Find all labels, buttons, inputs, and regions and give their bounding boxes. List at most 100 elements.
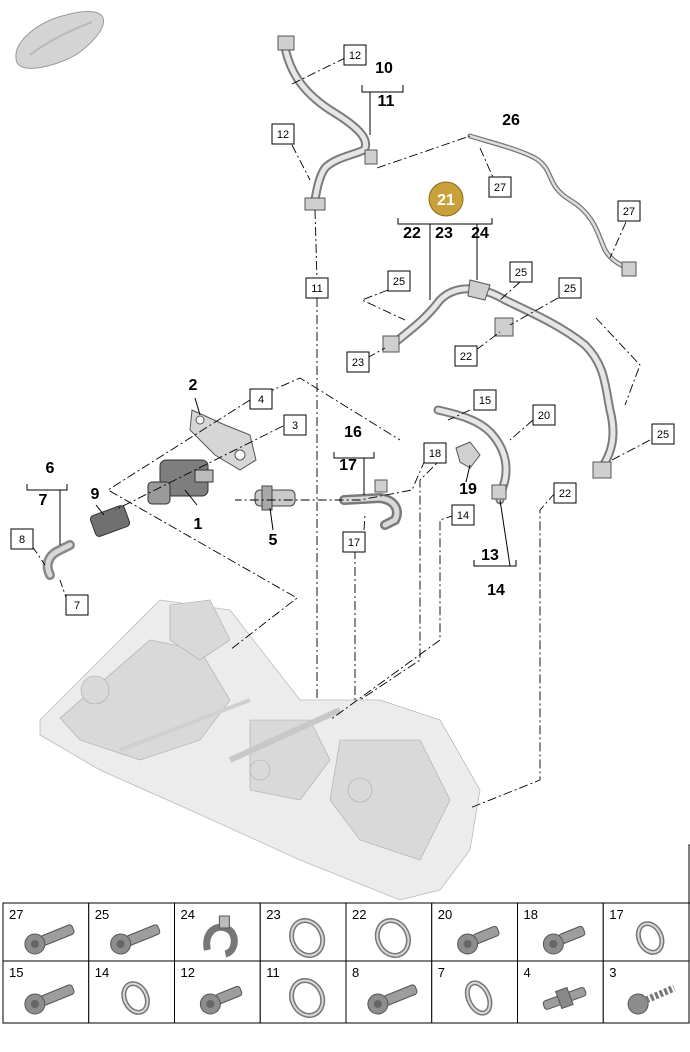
- parts-table-cell-17: 17: [602, 902, 690, 962]
- boxed-label-text: 18: [429, 448, 441, 460]
- auxiliary-water-pump-1: [147, 459, 214, 505]
- parts-table-cell-18: 18: [517, 902, 604, 962]
- boxed-label-27: 27: [617, 200, 641, 222]
- boxed-label-12: 12: [343, 44, 367, 66]
- part-label-10: 10: [375, 60, 393, 77]
- parts-table-cell-3: 3: [602, 960, 690, 1024]
- part-label-1: 1: [194, 516, 203, 533]
- ring-small-icon: [635, 921, 665, 955]
- parts-table-label: 3: [609, 965, 616, 980]
- parts-table-label: 18: [524, 907, 538, 922]
- connector-5: [254, 485, 296, 511]
- ring-small-icon: [121, 981, 150, 1015]
- parts-table-label: 7: [438, 965, 445, 980]
- boxed-label-25: 25: [509, 261, 533, 283]
- boxed-label-text: 12: [277, 129, 289, 141]
- parts-table-cell-22: 22: [345, 902, 433, 962]
- ring-icon: [289, 977, 326, 1019]
- part-label-14: 14: [487, 582, 505, 599]
- part-label-22: 22: [403, 225, 421, 242]
- boxed-label-15: 15: [473, 389, 497, 411]
- parts-table-label: 22: [352, 907, 366, 922]
- leader-lines: [31, 57, 651, 809]
- small-parts-table: 292725242322201817151412118743: [2, 844, 690, 1024]
- boxed-label-text: 7: [74, 600, 80, 612]
- part-label-6: 6: [46, 460, 55, 477]
- boxed-label-7: 7: [65, 594, 89, 616]
- clip-19: [455, 441, 481, 469]
- parts-table-label: 20: [438, 907, 452, 922]
- parts-table-cell-25: 25: [88, 902, 175, 962]
- boxed-label-20: 20: [532, 404, 556, 426]
- ring-oval-icon: [464, 980, 493, 1016]
- parts-table-label: 25: [95, 907, 109, 922]
- parts-table-cell-8: 8: [345, 960, 433, 1024]
- boxed-label-11: 11: [305, 277, 329, 299]
- boxed-label-12: 12: [271, 123, 295, 145]
- part-label-2: 2: [189, 377, 198, 394]
- highlight-badge-label: 21: [437, 192, 455, 209]
- boxed-label-4: 4: [249, 388, 273, 410]
- parts-table-label: 27: [9, 907, 23, 922]
- bracket-2: [189, 409, 257, 471]
- parts-table-cell-27: 27: [2, 902, 90, 962]
- bolt-icon: [367, 984, 418, 1015]
- boxed-label-25: 25: [558, 277, 582, 299]
- part-label-9: 9: [91, 486, 100, 503]
- boxed-label-text: 15: [479, 395, 491, 407]
- hose-sleeve-9: [89, 505, 131, 537]
- parts-table-cell-24: 24: [174, 902, 261, 962]
- connector-16-17: [339, 479, 402, 530]
- parts-table-label: 24: [181, 907, 195, 922]
- bolt-icon: [24, 984, 75, 1015]
- boxed-label-text: 20: [538, 410, 550, 422]
- boxed-label-8: 8: [10, 528, 34, 550]
- boxed-label-text: 25: [515, 267, 527, 279]
- part-label-17: 17: [339, 457, 357, 474]
- boxed-label-3: 3: [283, 414, 307, 436]
- bolt-icon: [110, 924, 161, 955]
- part-label-5: 5: [269, 532, 278, 549]
- parts-table-label: 17: [609, 907, 623, 922]
- boxed-label-25: 25: [651, 423, 675, 445]
- parts-table-cell-11: 11: [259, 960, 347, 1024]
- boxed-label-14: 14: [451, 504, 475, 526]
- screw-icon: [627, 984, 676, 1015]
- boxed-label-25: 25: [387, 270, 411, 292]
- boxed-label-text: 4: [258, 394, 264, 406]
- parts-table-cell-12: 12: [174, 960, 261, 1024]
- boxed-label-22: 22: [454, 345, 478, 367]
- part-label-19: 19: [459, 481, 477, 498]
- parts-table-cell-23: 23: [259, 902, 347, 962]
- hose-elbow-7: [42, 540, 75, 580]
- boxed-label-text: 3: [292, 420, 298, 432]
- coolant-pipe-13-14: [433, 405, 511, 505]
- part-label-7: 7: [39, 492, 48, 509]
- ring-icon: [374, 917, 411, 959]
- ring-icon: [289, 917, 326, 959]
- boxed-label-22: 22: [553, 482, 577, 504]
- boxed-label-text: 22: [559, 488, 571, 500]
- boxed-label-text: 25: [564, 283, 576, 295]
- parts-table-label: 14: [95, 965, 109, 980]
- boxed-label-text: 25: [657, 429, 669, 441]
- parts-table-label: 23: [266, 907, 280, 922]
- part-label-24: 24: [471, 225, 489, 242]
- bolt-short-icon: [542, 925, 586, 955]
- coolant-pipe-22-23-24: [382, 279, 618, 479]
- bolt-icon: [24, 924, 75, 955]
- parts-table-cell-15: 15: [2, 960, 90, 1024]
- label-brackets: [26, 85, 517, 567]
- parts-table-label: 11: [266, 965, 280, 980]
- boxed-label-18: 18: [423, 442, 447, 464]
- boxed-label-text: 27: [494, 182, 506, 194]
- parts-table-label: 15: [9, 965, 23, 980]
- boxed-label-text: 17: [348, 537, 360, 549]
- boxed-label-23: 23: [346, 351, 370, 373]
- boxed-label-text: 27: [623, 206, 635, 218]
- part-label-13: 13: [481, 547, 499, 564]
- engine-block-illustration: [39, 599, 481, 901]
- boxed-label-text: 8: [19, 534, 25, 546]
